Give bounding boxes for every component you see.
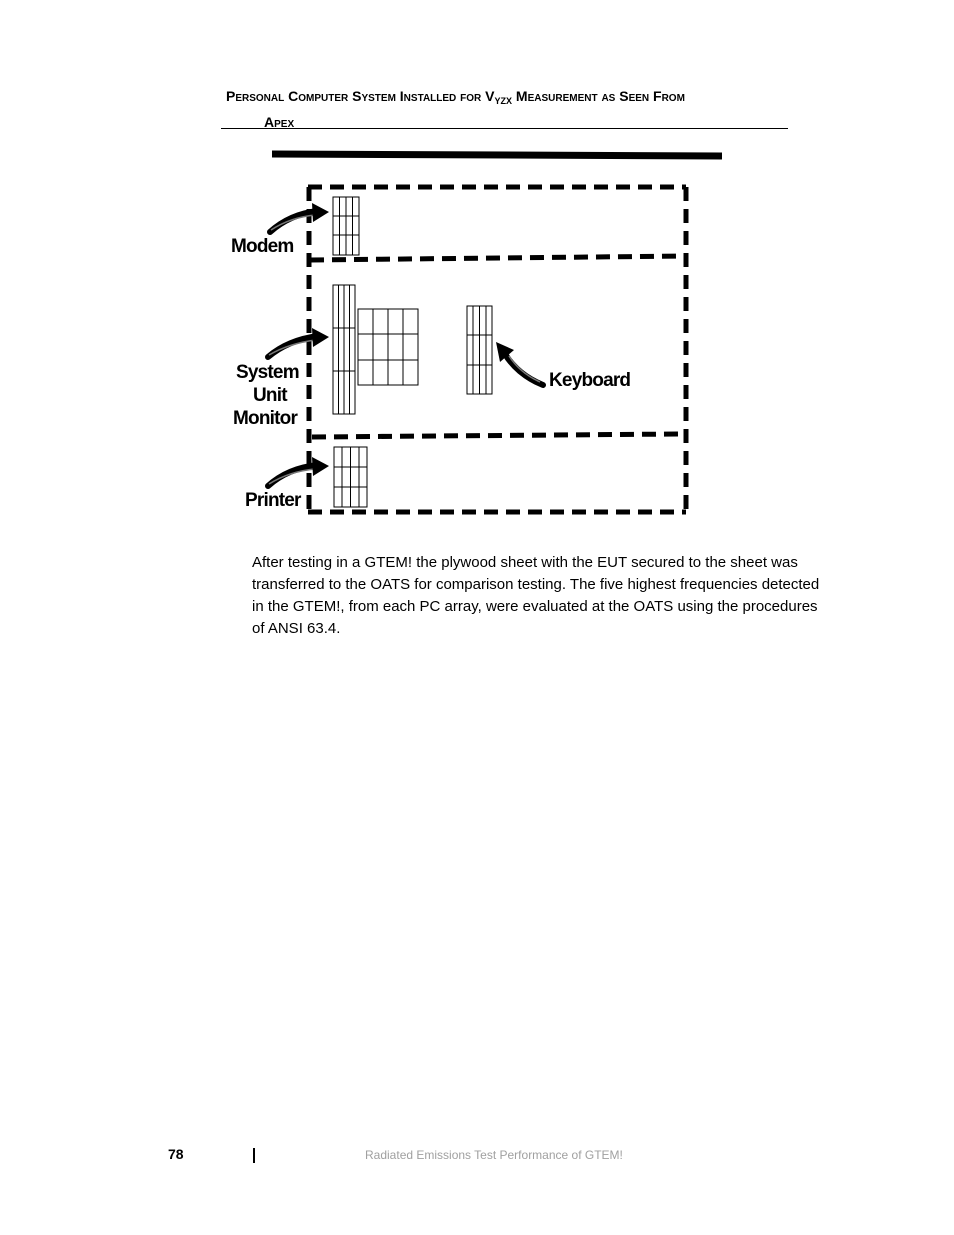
- monitor-block: [357, 308, 419, 386]
- septum-bar: [271, 150, 723, 160]
- dashed-enclosure: [306, 184, 689, 515]
- page-number: 78: [168, 1146, 184, 1162]
- modem-divider: [309, 253, 687, 263]
- body-text: After testing in a GTEM! the plywood she…: [252, 552, 822, 640]
- caption-line1-pre: Personal Computer System Installed for V: [226, 88, 495, 104]
- caption-line2: Apex: [264, 114, 295, 130]
- printer-divider: [311, 431, 681, 440]
- monitor-label: Monitor: [233, 408, 298, 429]
- keyboard-arrow-icon: [496, 342, 546, 388]
- system-label: System: [236, 362, 299, 383]
- modem-label: Modem: [231, 236, 294, 257]
- printer-arrow-icon: [265, 457, 329, 489]
- system-unit-block: [332, 284, 356, 415]
- modem-arrow-icon: [267, 203, 329, 235]
- system-unit-arrow-icon: [265, 328, 329, 360]
- figure-caption: Personal Computer System Installed for V…: [226, 86, 786, 133]
- keyboard-label: Keyboard: [549, 370, 630, 391]
- body-paragraph: After testing in a GTEM! the plywood she…: [252, 554, 820, 637]
- modem-block: [332, 196, 360, 256]
- printer-label: Printer: [245, 490, 302, 511]
- caption-line1-post: Measurement as Seen From: [512, 88, 685, 104]
- pc-layout-figure: Modem System Unit Monitor Keyboard Print…: [231, 150, 723, 515]
- running-title: Radiated Emissions Test Performance of G…: [365, 1148, 623, 1162]
- caption-subscript: YZX: [494, 96, 513, 106]
- caption-rule: [221, 128, 788, 129]
- keyboard-block: [466, 305, 493, 395]
- unit-label: Unit: [253, 385, 288, 406]
- footer-divider: [253, 1148, 255, 1163]
- printer-block: [333, 446, 368, 508]
